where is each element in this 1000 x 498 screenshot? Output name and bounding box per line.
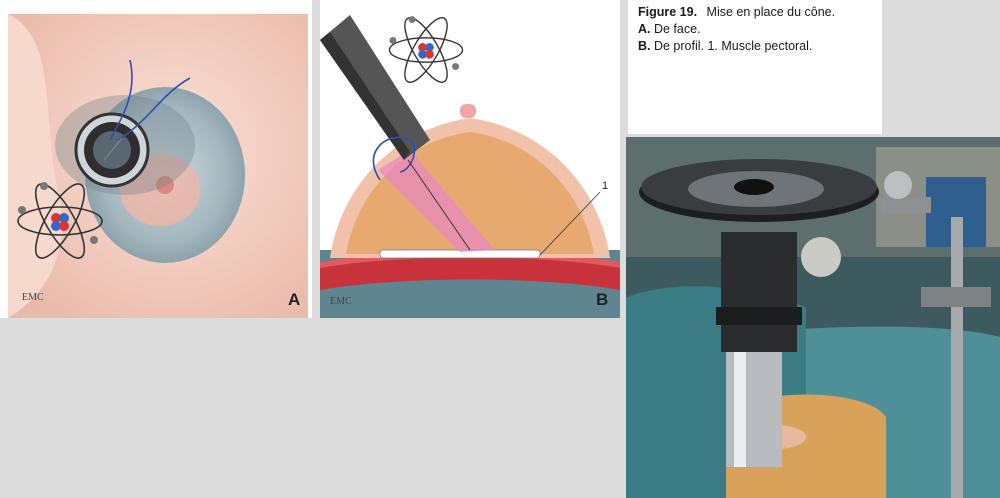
item-text: De profil. 1. Muscle pectoral.: [654, 39, 812, 53]
panel-letter: A: [288, 290, 300, 310]
panel-letter: B: [596, 290, 608, 310]
item-text: De face.: [654, 22, 701, 36]
caption-item-a: A. De face.: [638, 22, 701, 36]
atom-icon: [14, 180, 106, 262]
caption-title-line: Figure 19. Mise en place du cône.: [638, 5, 835, 19]
surgical-photo: [626, 137, 1000, 498]
item-letter: A.: [638, 22, 651, 36]
atom-icon: [386, 14, 466, 86]
breast-front-illustration: [0, 0, 312, 318]
cone-placement-photo: [626, 137, 1000, 498]
breast-profile-illustration: [320, 0, 620, 318]
figure-title: Mise en place du cône.: [707, 5, 836, 19]
item-letter: B.: [638, 39, 651, 53]
callout-number: 1: [602, 180, 608, 192]
figure-label: Figure 19.: [638, 5, 697, 19]
publisher-mark: EMC: [330, 296, 352, 307]
publisher-mark: EMC: [22, 292, 44, 303]
illustration-panel-a: EMC A: [0, 0, 312, 318]
illustration-panel-b: 1 EMC B: [320, 0, 620, 318]
caption-item-b: B. De profil. 1. Muscle pectoral.: [638, 39, 812, 53]
figure-caption: Figure 19. Mise en place du cône. A. De …: [628, 0, 882, 134]
